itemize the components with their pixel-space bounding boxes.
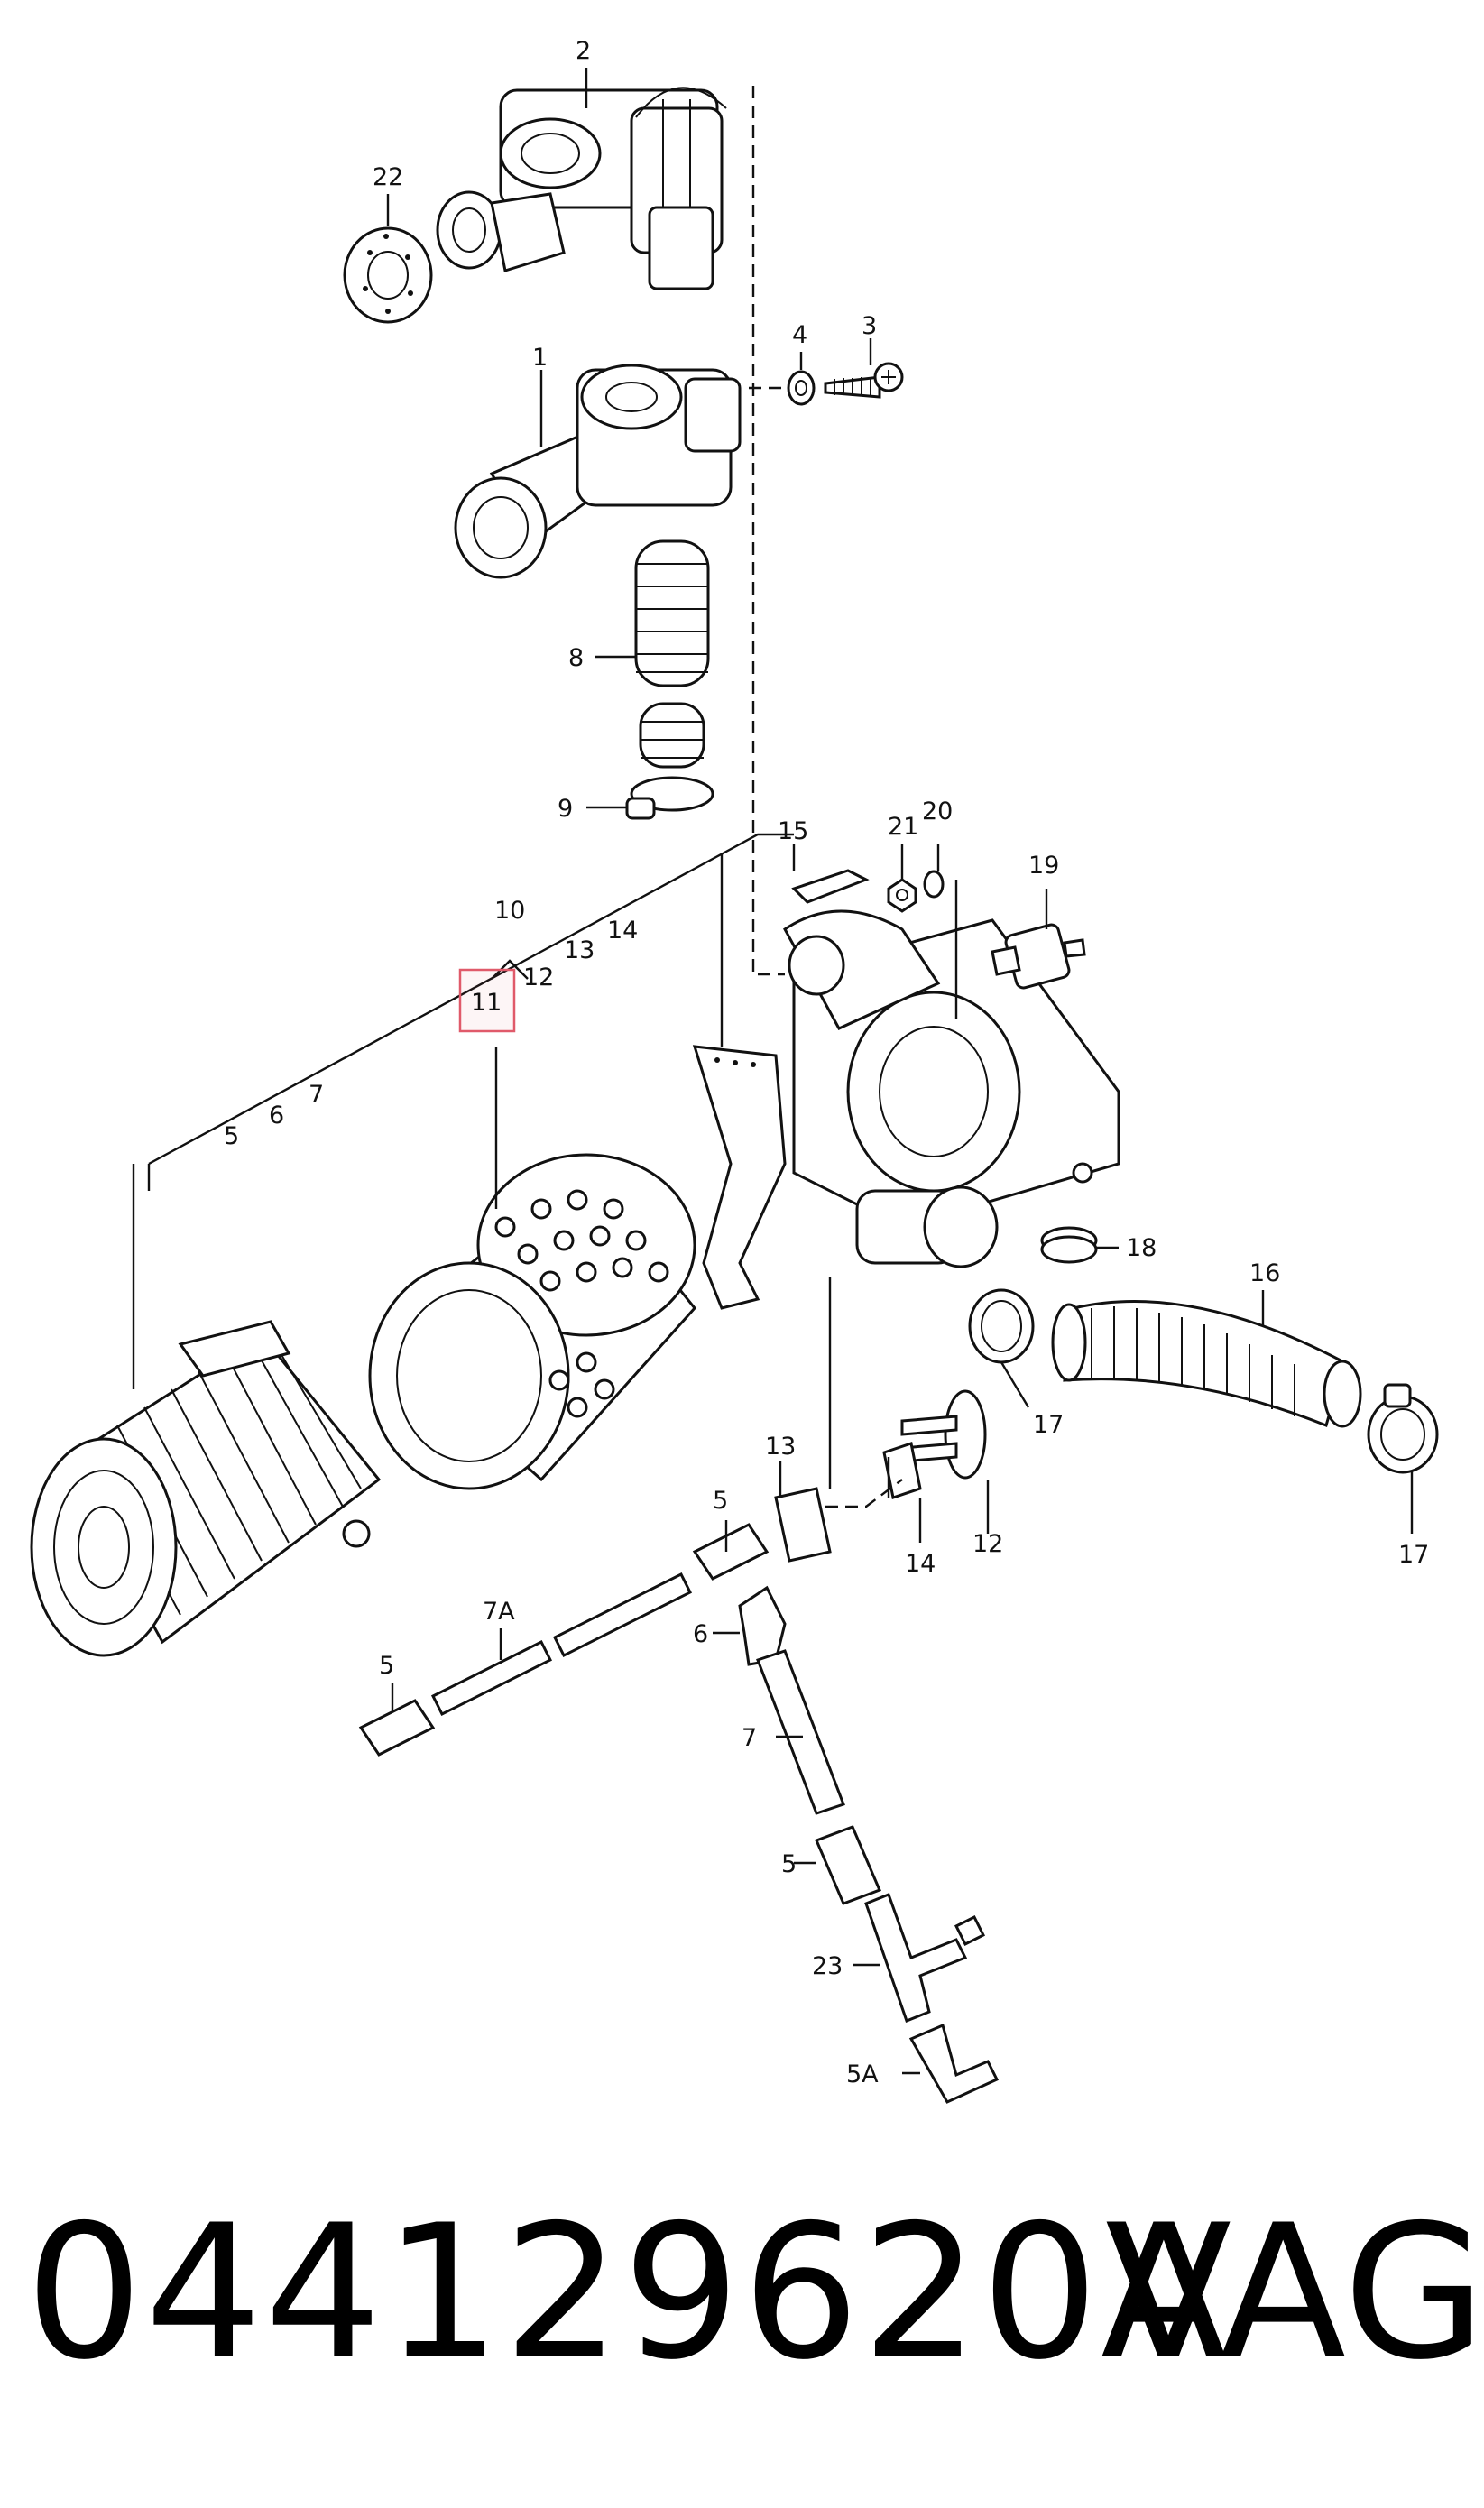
gasket-ring-part-22 — [343, 226, 433, 324]
callout-17-right: 17 — [1398, 1541, 1429, 1569]
washer-part-4 — [787, 370, 816, 406]
callout-18: 18 — [1126, 1234, 1157, 1262]
callout-23: 23 — [812, 1952, 843, 1980]
mounting-bracket — [692, 1045, 787, 1310]
callout-10: 10 — [494, 897, 525, 925]
tube-part-7A — [430, 1572, 693, 1717]
part-number-text: 044129620A — [25, 2186, 1230, 2401]
highlight-box-11 — [458, 968, 516, 1033]
hose-clamp-part-17-right — [1367, 1383, 1439, 1474]
callout-20: 20 — [922, 798, 953, 825]
callout-5-left: 5 — [379, 1652, 394, 1680]
callout-12-group: 12 — [523, 964, 554, 991]
callout-labels: 2 22 4 3 1 8 9 15 21 20 19 10 13 14 12 1… — [224, 37, 1429, 2088]
callout-2: 2 — [576, 37, 591, 65]
callout-5-lower: 5 — [781, 1850, 797, 1878]
callout-7: 7 — [742, 1724, 757, 1752]
valve-part-1 — [454, 364, 742, 579]
callout-11: 11 — [471, 989, 502, 1017]
callout-7-group: 7 — [309, 1081, 324, 1109]
callout-6-group: 6 — [269, 1102, 284, 1130]
callout-21: 21 — [888, 813, 918, 841]
callout-4: 4 — [792, 321, 807, 349]
sensor-part-19 — [991, 923, 1086, 990]
exploded-parts-diagram: 2 22 4 3 1 8 9 15 21 20 19 10 13 14 12 1… — [30, 37, 1439, 2104]
callout-12: 12 — [972, 1530, 1003, 1558]
hose-sleeve-part-5-upper — [692, 1523, 770, 1581]
hose-clamp-part-17-left — [968, 1288, 1035, 1364]
callout-5A: 5A — [846, 2061, 879, 2088]
callout-13-group: 13 — [564, 936, 595, 964]
callout-22: 22 — [373, 163, 403, 191]
hose-clamp-part-9 — [625, 776, 714, 820]
t-connector-part-23 — [864, 1893, 986, 2023]
elbow-part-5A — [908, 2023, 1000, 2104]
brand-text: VAG — [1105, 2186, 1484, 2401]
intake-hose-part-16 — [1051, 1300, 1362, 1428]
callout-19: 19 — [1028, 852, 1059, 880]
callout-6: 6 — [693, 1620, 708, 1648]
valve-assembly-part-2 — [436, 87, 727, 290]
washer-part-20 — [923, 870, 945, 899]
callout-16: 16 — [1249, 1259, 1280, 1287]
callout-5-group: 5 — [224, 1122, 239, 1150]
air-filter-housing — [783, 909, 1120, 1268]
leader-lines — [132, 68, 1414, 2075]
callout-17-left: 17 — [1033, 1411, 1064, 1439]
clip-part-14 — [882, 1442, 922, 1499]
callout-15: 15 — [778, 817, 808, 845]
hose-part-8 — [634, 539, 710, 769]
callout-3: 3 — [862, 312, 877, 340]
air-filter-assembly — [30, 1320, 382, 1657]
callout-14: 14 — [905, 1550, 936, 1578]
filter-element-part-11 — [368, 1153, 696, 1490]
tube-part-7 — [756, 1649, 845, 1815]
hose-sleeve-part-5-left — [358, 1699, 436, 1757]
callout-13: 13 — [765, 1433, 796, 1461]
callout-8: 8 — [568, 644, 584, 672]
callout-9: 9 — [558, 795, 573, 823]
clip-part-13 — [774, 1487, 832, 1563]
clip-part-15 — [791, 869, 870, 904]
hose-sleeve-part-5-lower — [815, 1825, 881, 1905]
callout-5-upper: 5 — [713, 1487, 728, 1515]
screw-part-3 — [824, 362, 904, 399]
nut-part-21 — [887, 878, 917, 913]
callout-7A: 7A — [483, 1598, 515, 1626]
grommet-part-18 — [1040, 1226, 1098, 1264]
callout-1: 1 — [532, 344, 548, 372]
sensor-part-12 — [900, 1389, 987, 1480]
callout-14-group: 14 — [607, 917, 638, 945]
